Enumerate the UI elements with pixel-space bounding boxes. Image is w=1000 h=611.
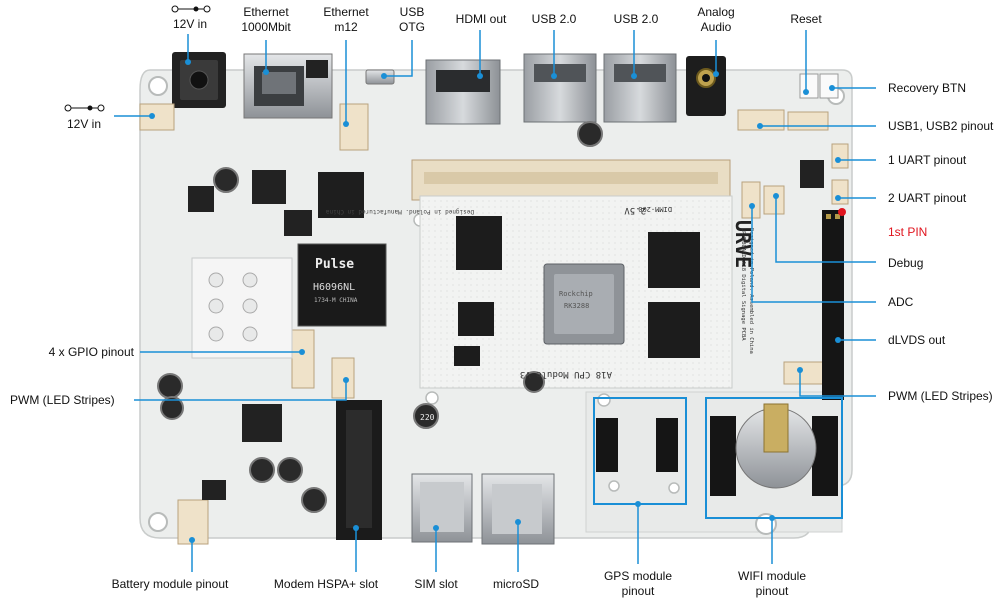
label-uart1: 1 UART pinout bbox=[888, 153, 967, 167]
label-pwm-right: PWM (LED Stripes) bbox=[888, 389, 993, 403]
pulse-transformer bbox=[297, 243, 387, 327]
soc-brand-text: Rockchip bbox=[559, 290, 593, 298]
label-usb-otg: USB OTG bbox=[399, 5, 425, 34]
lvds-header bbox=[822, 210, 844, 400]
label-dc-left: 12V in bbox=[66, 117, 102, 131]
board-desc-text: URVEBOARD A18 Digital Signage PCBA bbox=[740, 228, 746, 341]
usb-a-port-1 bbox=[523, 53, 597, 123]
label-gps: GPS module pinout bbox=[603, 569, 673, 598]
callout-lines bbox=[114, 30, 876, 572]
heatsink-pad bbox=[191, 257, 293, 359]
usb-otg-port bbox=[365, 69, 395, 85]
label-dc-top: 12V in bbox=[172, 17, 208, 31]
callout-usb-otg bbox=[384, 40, 413, 77]
module-title-text: A18 CPU Module V3 bbox=[520, 369, 612, 379]
hdmi-port bbox=[425, 59, 501, 125]
pulse-text-group: Pulse H6096NL 1734-M CHINA bbox=[313, 257, 358, 304]
recovery-button-part bbox=[819, 73, 839, 99]
board-desc-text-2: Designed in Poland. Assembled in China bbox=[748, 228, 754, 354]
label-sim: SIM slot bbox=[414, 577, 458, 591]
label-wifi: WIFI module pinout bbox=[737, 569, 807, 598]
ethernet-port bbox=[243, 53, 333, 119]
callout-pwm-left bbox=[134, 380, 347, 401]
sim-slot-part bbox=[411, 473, 473, 543]
label-pwm-left: PWM (LED Stripes) bbox=[10, 393, 115, 407]
audio-jack bbox=[686, 56, 726, 116]
module-chips bbox=[454, 216, 700, 366]
soc-part-text: RK3288 bbox=[564, 302, 589, 310]
label-ethernet-1000: Ethernet 1000Mbit bbox=[241, 5, 291, 34]
label-dlvds: dLVDS out bbox=[888, 333, 946, 347]
pulse-part-text: H6096NL bbox=[313, 282, 355, 293]
cap-value-text: 220 bbox=[420, 413, 435, 422]
pulse-brand-text: Pulse bbox=[315, 257, 354, 272]
label-usb20-b: USB 2.0 bbox=[613, 12, 659, 26]
first-pin-dot bbox=[838, 208, 846, 216]
designed-text: Designed in Poland. Manufactured in Chin… bbox=[326, 208, 474, 215]
dc-symbol-icon bbox=[64, 5, 211, 112]
usb-a-port-2 bbox=[603, 53, 677, 123]
label-first-pin: 1st PIN bbox=[888, 225, 928, 239]
callout-dots bbox=[149, 59, 841, 543]
label-hdmi-out: HDMI out bbox=[455, 12, 507, 26]
reset-button-part bbox=[799, 73, 819, 99]
voltage-text: 2.5V bbox=[624, 205, 646, 215]
wifi-headers bbox=[710, 403, 838, 496]
callout-adc bbox=[751, 206, 876, 303]
label-recovery-btn: Recovery BTN bbox=[888, 81, 967, 95]
label-reset: Reset bbox=[790, 12, 822, 26]
brand-text: URVE bbox=[731, 220, 755, 268]
dimm-socket bbox=[411, 159, 731, 201]
label-analog-audio: Analog Audio bbox=[697, 5, 735, 34]
callout-debug bbox=[775, 196, 876, 263]
label-usb20-a: USB 2.0 bbox=[531, 12, 577, 26]
dc-jack bbox=[172, 52, 226, 108]
gps-headers bbox=[596, 418, 678, 472]
heatsink-holes bbox=[208, 272, 258, 342]
label-gpio: 4 x GPIO pinout bbox=[48, 345, 134, 359]
label-usb-pinout: USB1, USB2 pinout bbox=[888, 119, 994, 133]
pulse-sub-text: 1734-M CHINA bbox=[314, 297, 358, 304]
board-components bbox=[157, 121, 824, 513]
modem-slot bbox=[336, 400, 382, 540]
label-ethernet-m12: Ethernet m12 bbox=[323, 5, 369, 34]
callout-pwm-right bbox=[799, 370, 876, 397]
label-microsd: microSD bbox=[492, 577, 540, 591]
dimm-text: DIMM-200 bbox=[638, 205, 672, 213]
label-modem: Modem HSPA+ slot bbox=[273, 577, 379, 591]
label-uart2: 2 UART pinout bbox=[888, 191, 967, 205]
label-battery: Battery module pinout bbox=[111, 577, 229, 591]
label-adc: ADC bbox=[888, 295, 914, 309]
label-debug: Debug bbox=[888, 256, 924, 270]
